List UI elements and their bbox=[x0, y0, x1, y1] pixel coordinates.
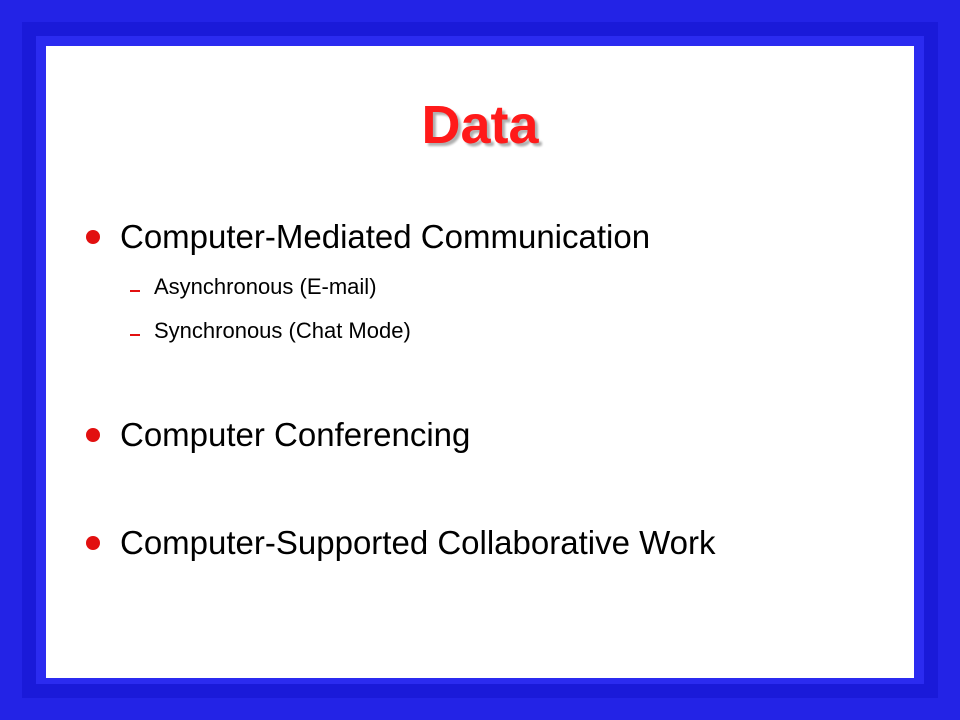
bullet-text: Computer-Mediated Communication bbox=[120, 218, 651, 255]
sub-item-2: Synchronous (Chat Mode) bbox=[130, 318, 411, 344]
bullet-item-2: Computer Conferencing bbox=[86, 416, 470, 454]
sub-item-text: Asynchronous (E-mail) bbox=[154, 274, 377, 299]
bullet-item-1: Computer-Mediated Communication bbox=[86, 218, 650, 256]
slide-content: Data Computer-Mediated Communication Asy… bbox=[46, 46, 914, 678]
slide-title: Data bbox=[421, 95, 539, 155]
bullet-text: Computer-Supported Collaborative Work bbox=[120, 524, 716, 561]
bullet-dot-icon bbox=[86, 536, 100, 550]
dash-icon bbox=[130, 334, 140, 336]
bullet-item-3: Computer-Supported Collaborative Work bbox=[86, 524, 716, 562]
sub-item-1: Asynchronous (E-mail) bbox=[130, 274, 377, 300]
sub-item-text: Synchronous (Chat Mode) bbox=[154, 318, 411, 343]
bullet-text: Computer Conferencing bbox=[120, 416, 471, 453]
dash-icon bbox=[130, 290, 140, 292]
bullet-dot-icon bbox=[86, 428, 100, 442]
bullet-dot-icon bbox=[86, 230, 100, 244]
